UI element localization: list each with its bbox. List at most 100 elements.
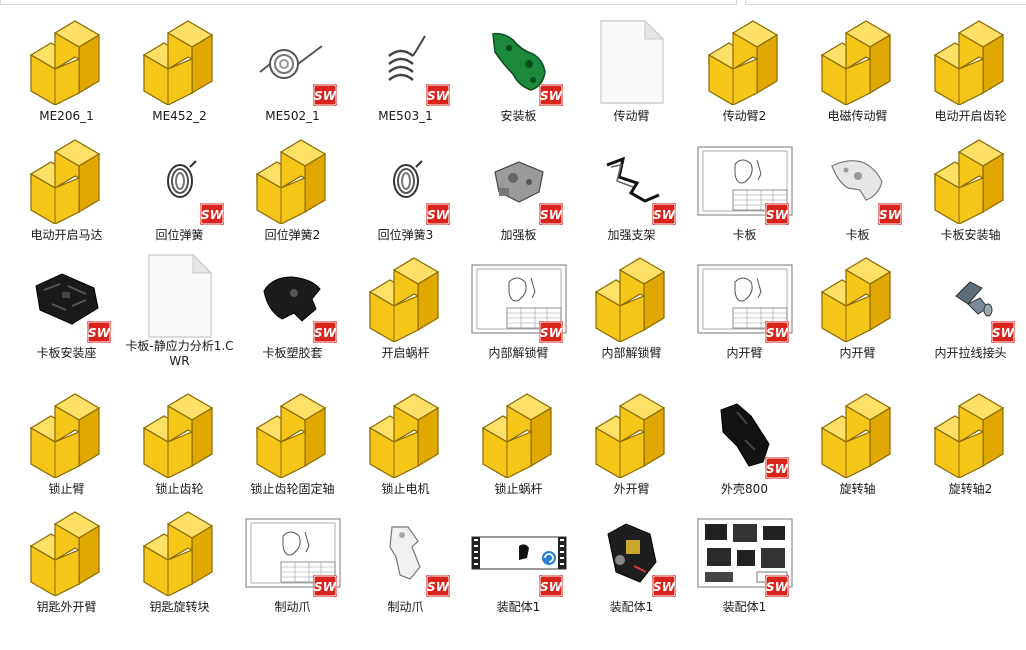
file-item[interactable]: 锁止电机 — [349, 387, 462, 505]
file-item[interactable]: 旋转轴 — [801, 387, 914, 505]
file-name: 旋转轴2 — [948, 482, 993, 496]
address-bar-edge[interactable] — [0, 0, 737, 5]
folder-3d-icon — [17, 387, 117, 483]
spring-coil-icon: SW — [356, 133, 456, 229]
file-name: 内部解锁臂 — [601, 346, 662, 360]
file-item[interactable]: 旋转轴2 — [914, 387, 1026, 505]
file-item[interactable]: 电动开启马达 — [10, 133, 123, 251]
file-item[interactable]: 开启蜗杆 — [349, 251, 462, 369]
file-item[interactable]: 锁止蜗杆 — [462, 387, 575, 505]
video-assembly-icon: SW — [469, 505, 569, 601]
folder-3d-icon — [356, 387, 456, 483]
file-item[interactable]: SW 内部解锁臂 — [462, 251, 575, 369]
file-item[interactable]: 钥匙外开臂 — [10, 505, 123, 623]
file-item[interactable]: 传动臂 — [575, 14, 688, 132]
svg-text:SW: SW — [427, 208, 450, 222]
top-bar — [0, 0, 1026, 6]
file-item[interactable]: ME452_2 — [123, 14, 236, 132]
file-item[interactable]: 锁止齿轮固定轴 — [236, 387, 349, 505]
file-name: 内部解锁臂 — [488, 346, 549, 360]
file-item[interactable]: 锁止齿轮 — [123, 387, 236, 505]
drawing-sheet-icon: SW — [469, 251, 569, 347]
folder-3d-icon — [582, 387, 682, 483]
file-name: 加强板 — [500, 228, 537, 242]
file-name: ME206_1 — [39, 109, 94, 123]
folder-3d-icon — [17, 14, 117, 110]
folder-3d-icon — [130, 387, 230, 483]
svg-text:SW: SW — [992, 326, 1015, 340]
svg-text:SW: SW — [88, 326, 111, 340]
drawing-sheet-icon: SW — [695, 251, 795, 347]
file-name: 外开臂 — [613, 482, 650, 496]
svg-text:SW: SW — [540, 326, 563, 340]
file-name: 外壳800 — [721, 482, 768, 496]
folder-3d-icon — [921, 14, 1021, 110]
svg-text:SW: SW — [427, 580, 450, 594]
file-name: 钥匙旋转块 — [149, 600, 210, 614]
search-box-edge[interactable] — [745, 0, 1026, 5]
blank-file-icon — [130, 251, 230, 340]
folder-3d-icon — [130, 505, 230, 601]
folder-3d-icon — [243, 133, 343, 229]
file-item[interactable]: 内开臂 — [801, 251, 914, 369]
svg-text:SW: SW — [653, 580, 676, 594]
file-name: 回位弹簧2 — [264, 228, 321, 242]
white-pawl-icon: SW — [356, 505, 456, 601]
file-item[interactable]: 传动臂2 — [688, 14, 801, 132]
folder-3d-icon — [808, 251, 908, 347]
file-name: 锁止齿轮固定轴 — [250, 482, 335, 496]
file-item[interactable]: ME206_1 — [10, 14, 123, 132]
file-item[interactable]: 内部解锁臂 — [575, 251, 688, 369]
file-name: 旋转轴 — [839, 482, 876, 496]
file-name: 锁止电机 — [381, 482, 430, 496]
black-housing-icon: SW — [17, 251, 117, 347]
file-item[interactable]: 卡板安装轴 — [914, 133, 1026, 251]
file-name: ME502_1 — [265, 109, 320, 123]
file-item[interactable]: 锁止臂 — [10, 387, 123, 505]
file-name: 卡板塑胶套 — [262, 346, 323, 360]
folder-3d-icon — [921, 387, 1021, 483]
file-name: 电磁传动臂 — [827, 109, 888, 123]
file-item[interactable]: 钥匙旋转块 — [123, 505, 236, 623]
drawing-sheet-icon: SW — [695, 133, 795, 229]
file-name: 锁止蜗杆 — [494, 482, 543, 496]
folder-3d-icon — [808, 387, 908, 483]
file-item[interactable]: 卡板-静应力分析1.CWR — [123, 251, 236, 369]
wire-bracket-icon: SW — [582, 133, 682, 229]
folder-3d-icon — [356, 251, 456, 347]
metal-plate-icon: SW — [469, 133, 569, 229]
svg-text:SW: SW — [427, 89, 450, 103]
file-name: 内开臂 — [726, 346, 763, 360]
svg-text:SW: SW — [766, 580, 789, 594]
file-item[interactable]: 外开臂 — [575, 387, 688, 505]
file-item[interactable]: 回位弹簧2 — [236, 133, 349, 251]
file-name: ME452_2 — [152, 109, 207, 123]
svg-text:SW: SW — [201, 208, 224, 222]
file-name: 装配体1 — [496, 600, 541, 614]
file-item[interactable]: 电动开启齿轮 — [914, 14, 1026, 132]
file-name: 开启蜗杆 — [381, 346, 430, 360]
file-item[interactable]: 电磁传动臂 — [801, 14, 914, 132]
file-name: 制动爪 — [274, 600, 311, 614]
assembly-drawing-icon: SW — [695, 505, 795, 601]
file-name: 传动臂2 — [722, 109, 767, 123]
